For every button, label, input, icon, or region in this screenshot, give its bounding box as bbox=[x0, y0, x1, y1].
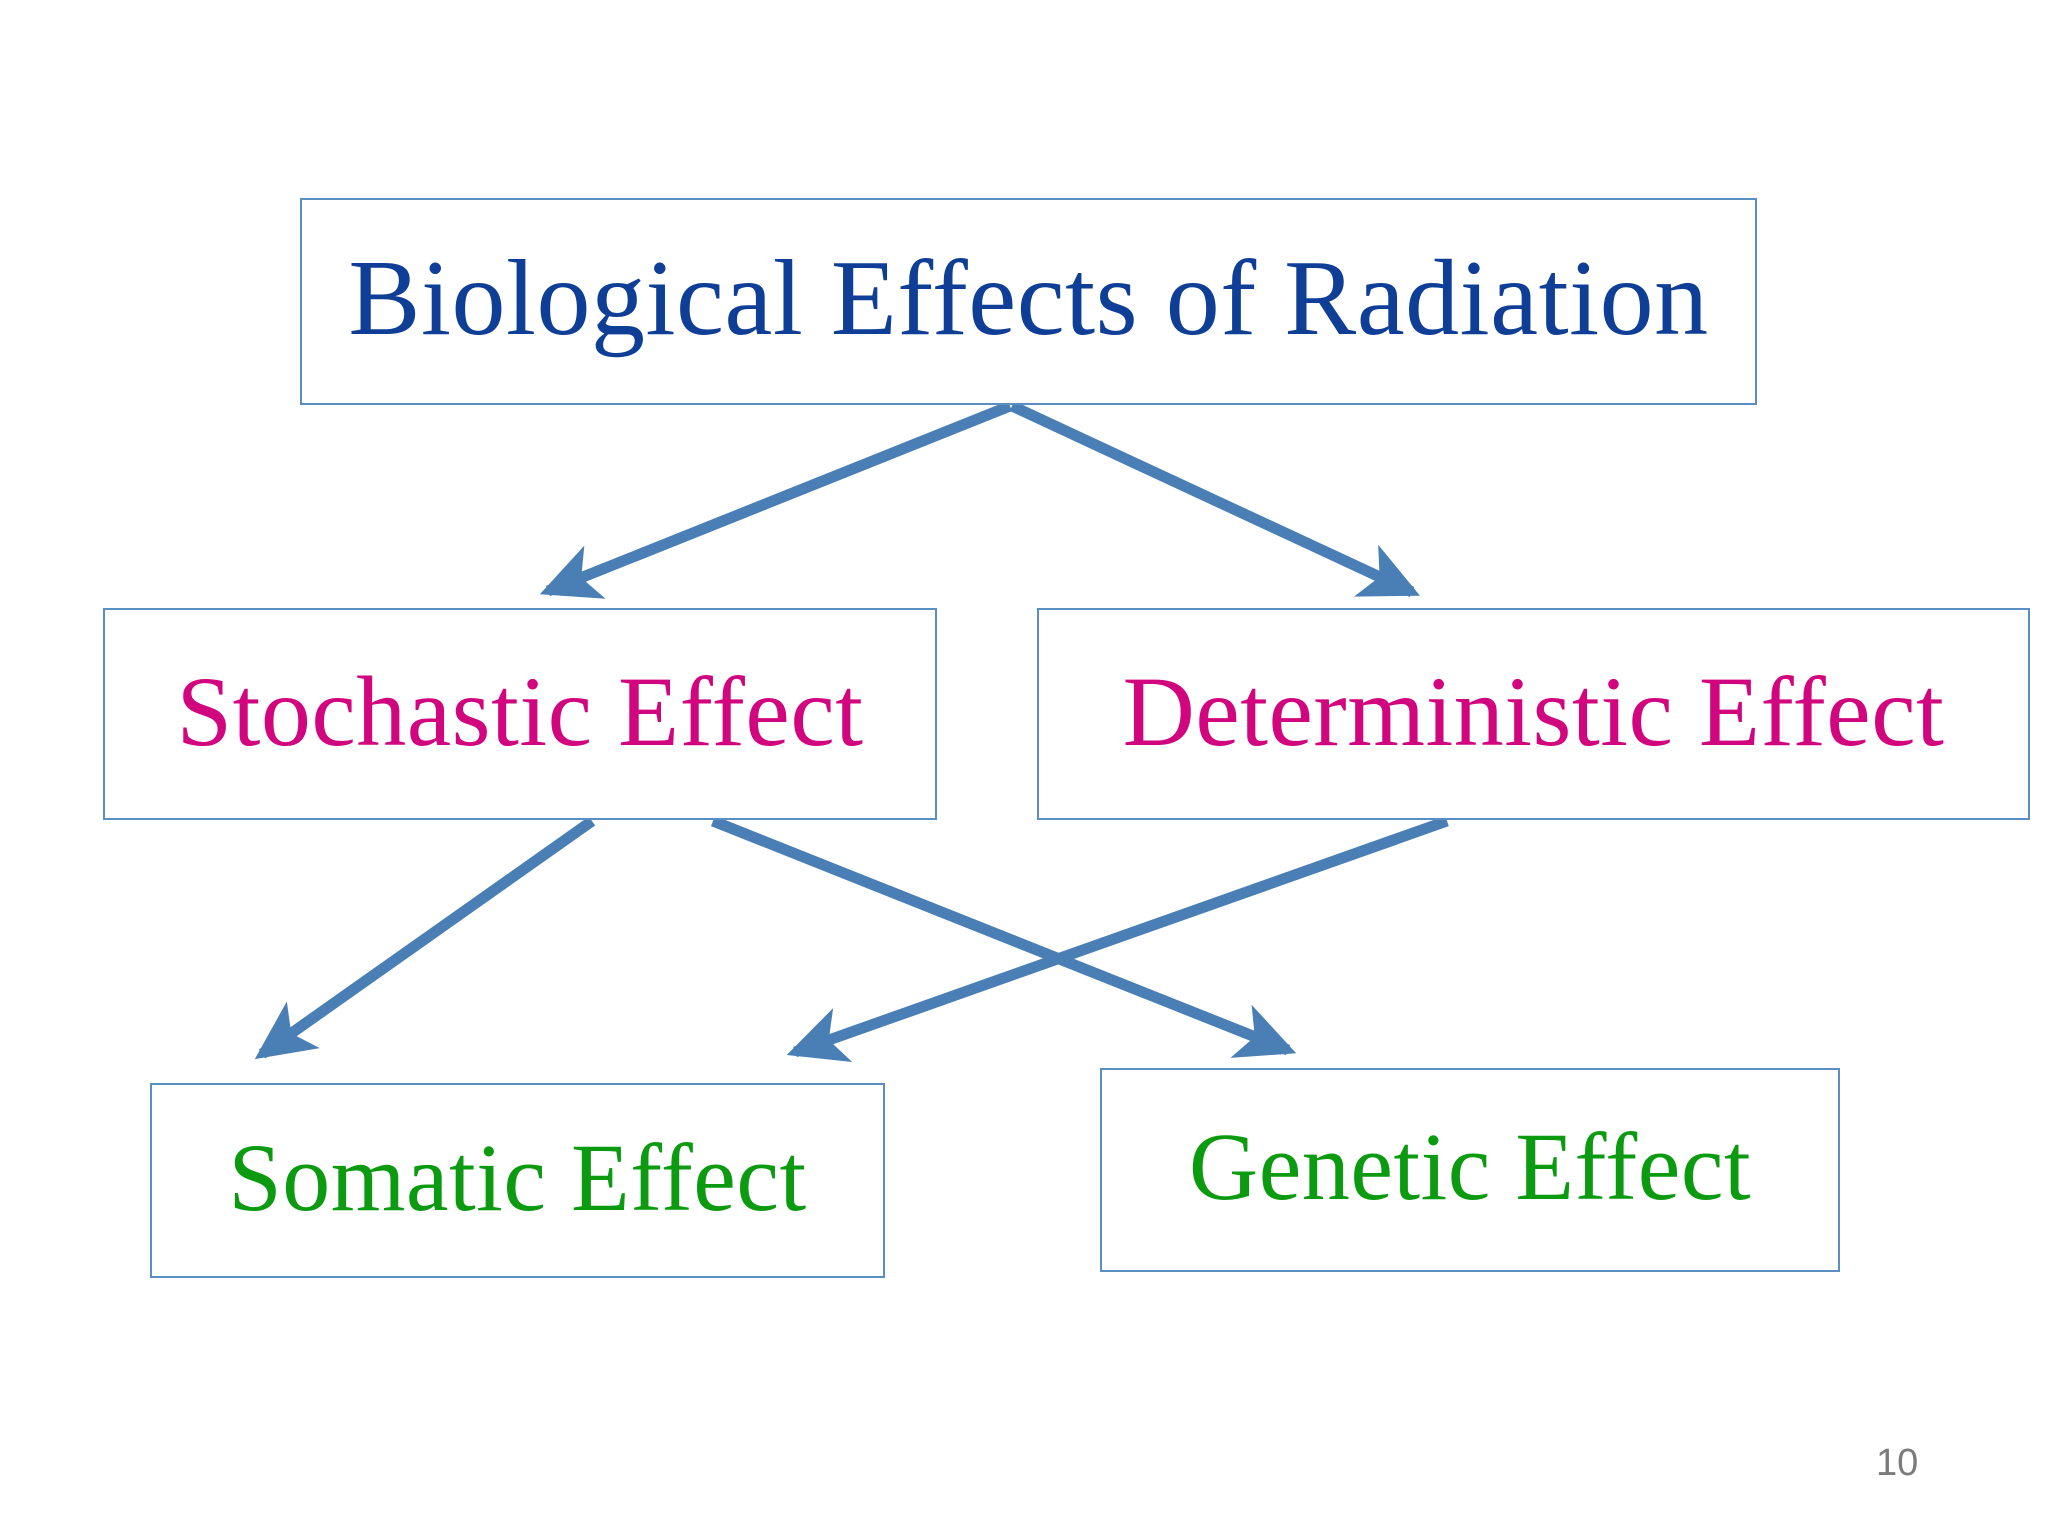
node-title-label: Biological Effects of Radiation bbox=[348, 238, 1709, 358]
edge-title-to-stochastic bbox=[539, 400, 1013, 599]
node-genetic-effect[interactable]: Genetic Effect bbox=[1100, 1068, 1840, 1272]
node-somatic-effect[interactable]: Somatic Effect bbox=[150, 1083, 885, 1278]
node-biological-effects-of-radiation[interactable]: Biological Effects of Radiation bbox=[300, 198, 1757, 405]
edge-title-to-deterministic bbox=[1009, 401, 1420, 597]
edge-deterministic-to-somatic bbox=[786, 815, 1449, 1063]
node-deterministic-effect[interactable]: Deterministic Effect bbox=[1037, 608, 2030, 820]
node-stochastic-effect-label: Stochastic Effect bbox=[176, 656, 864, 767]
node-stochastic-effect[interactable]: Stochastic Effect bbox=[103, 608, 937, 820]
node-genetic-effect-label: Genetic Effect bbox=[1188, 1113, 1752, 1220]
node-deterministic-effect-label: Deterministic Effect bbox=[1122, 656, 1945, 767]
edge-stochastic-to-somatic bbox=[254, 816, 596, 1060]
slide-page-number: 10 bbox=[1876, 1442, 1919, 1484]
edge-stochastic-to-genetic bbox=[710, 815, 1297, 1058]
node-somatic-effect-label: Somatic Effect bbox=[228, 1123, 807, 1231]
